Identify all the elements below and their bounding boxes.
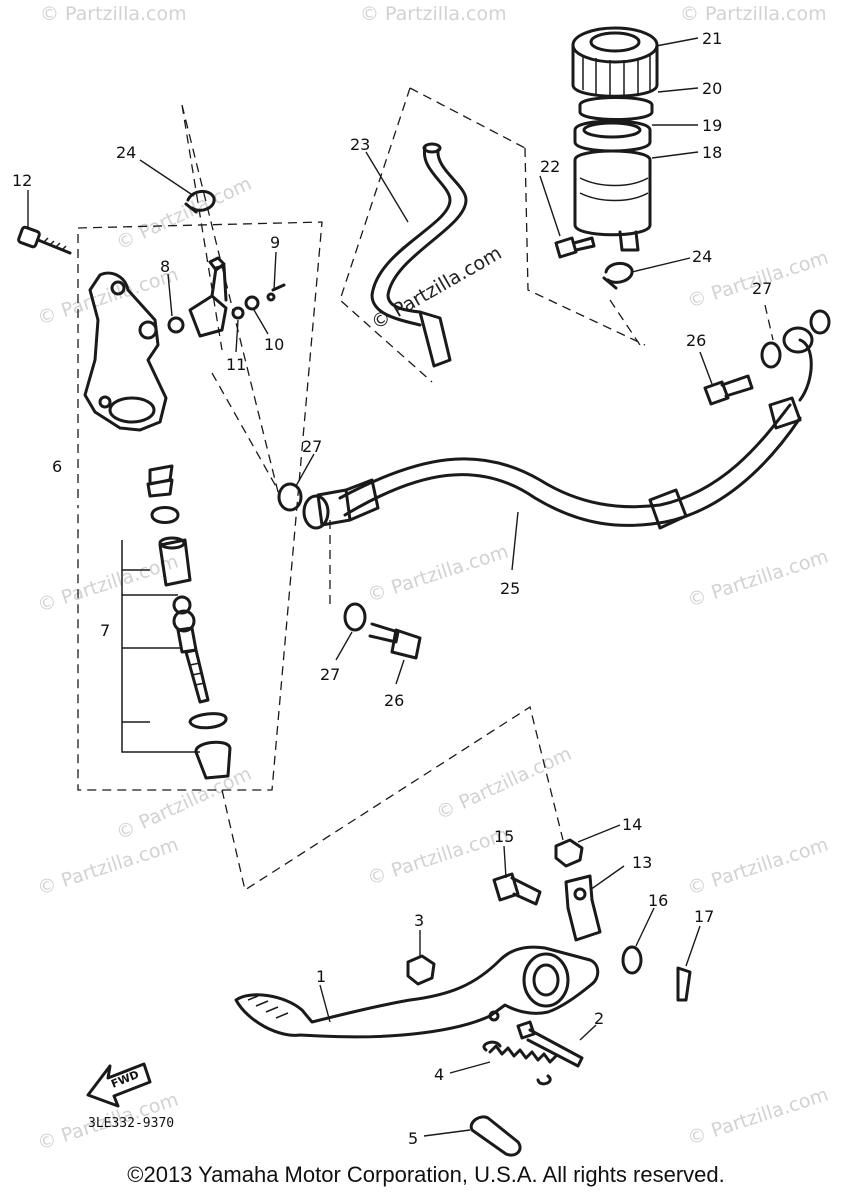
shaft-2	[516, 1020, 584, 1068]
callout-1: 1	[316, 967, 326, 986]
callout-15: 15	[494, 827, 514, 846]
callout-10: 10	[264, 335, 284, 354]
brake-hose-25	[302, 326, 814, 530]
callout-27: 27	[302, 437, 322, 456]
washers-27	[277, 309, 831, 632]
brake-pedal-1	[234, 945, 600, 1039]
callout-27: 27	[752, 279, 772, 298]
callout-24: 24	[692, 247, 712, 266]
callout-23: 23	[350, 135, 370, 154]
reservoir	[571, 26, 659, 252]
callout-16: 16	[648, 891, 668, 910]
hose-23	[370, 142, 468, 368]
watermark-text: © Partzilla.com	[685, 834, 831, 900]
watermark-text: © Partzilla.com	[365, 824, 511, 890]
callout-11: 11	[226, 355, 246, 374]
callout-25: 25	[500, 579, 520, 598]
callout-9: 9	[270, 233, 280, 252]
nut-3	[406, 954, 436, 986]
master-cylinder	[83, 271, 168, 432]
callout-3: 3	[414, 911, 424, 930]
callout-26: 26	[384, 691, 404, 710]
watermark-text: © Partzilla.com	[680, 3, 827, 25]
pin-15	[492, 872, 542, 906]
fitting-group	[167, 256, 286, 338]
callout-14: 14	[622, 815, 642, 834]
callout-19: 19	[702, 116, 722, 135]
watermark-text: © Partzilla.com	[35, 834, 181, 900]
leader-lines	[27, 37, 713, 1137]
copyright-notice: ©2013 Yamaha Motor Corporation, U.S.A. A…	[127, 1162, 725, 1187]
callout-22: 22	[540, 157, 560, 176]
callout-7: 7	[100, 621, 110, 640]
bolt-12	[17, 225, 72, 255]
callout-26: 26	[686, 331, 706, 350]
callout-17: 17	[694, 907, 714, 926]
bolts-26	[368, 374, 754, 660]
callout-12: 12	[12, 171, 32, 190]
watermark-text: © Partzilla.com	[360, 3, 507, 25]
callout-6: 6	[52, 457, 62, 476]
watermark-text: © Partzilla.com	[40, 3, 187, 25]
washer-16	[621, 945, 643, 975]
spring-4	[482, 1040, 558, 1086]
screw-22	[554, 236, 596, 259]
callout-8: 8	[160, 257, 170, 276]
callout-21: 21	[702, 29, 722, 48]
clevis-13	[564, 874, 602, 942]
watermark-text: © Partzilla.com	[685, 1084, 831, 1150]
callout-4: 4	[434, 1065, 444, 1084]
watermark-text: © Partzilla.com	[433, 743, 575, 825]
callouts: 12 24 8 9 11 10 6 7 23 22 21 20 19 18 24…	[12, 29, 772, 1148]
watermark-text: © Partzilla.com	[35, 551, 181, 617]
diagram-code: 3LE332-9370	[88, 1116, 174, 1131]
callout-13: 13	[632, 853, 652, 872]
callout-27: 27	[320, 665, 340, 684]
watermark-text: © Partzilla.com	[365, 541, 511, 607]
clip-24-left	[184, 190, 216, 214]
watermarks: © Partzilla.com © Partzilla.com © Partzi…	[35, 3, 831, 1155]
nut-14	[554, 838, 584, 868]
callout-24: 24	[116, 143, 136, 162]
watermark-text: © Partzilla.com	[113, 763, 255, 845]
watermark-text: © Partzilla.com	[685, 546, 831, 612]
sleeve-5	[469, 1115, 522, 1157]
watermark-text: © Partzilla.com	[113, 173, 255, 255]
callout-2: 2	[594, 1009, 604, 1028]
callout-18: 18	[702, 143, 722, 162]
clip-24-right	[602, 262, 634, 290]
cotter-pin-17	[676, 966, 692, 1002]
callout-5: 5	[408, 1129, 418, 1148]
callout-20: 20	[702, 79, 722, 98]
piston-kit	[121, 464, 232, 780]
